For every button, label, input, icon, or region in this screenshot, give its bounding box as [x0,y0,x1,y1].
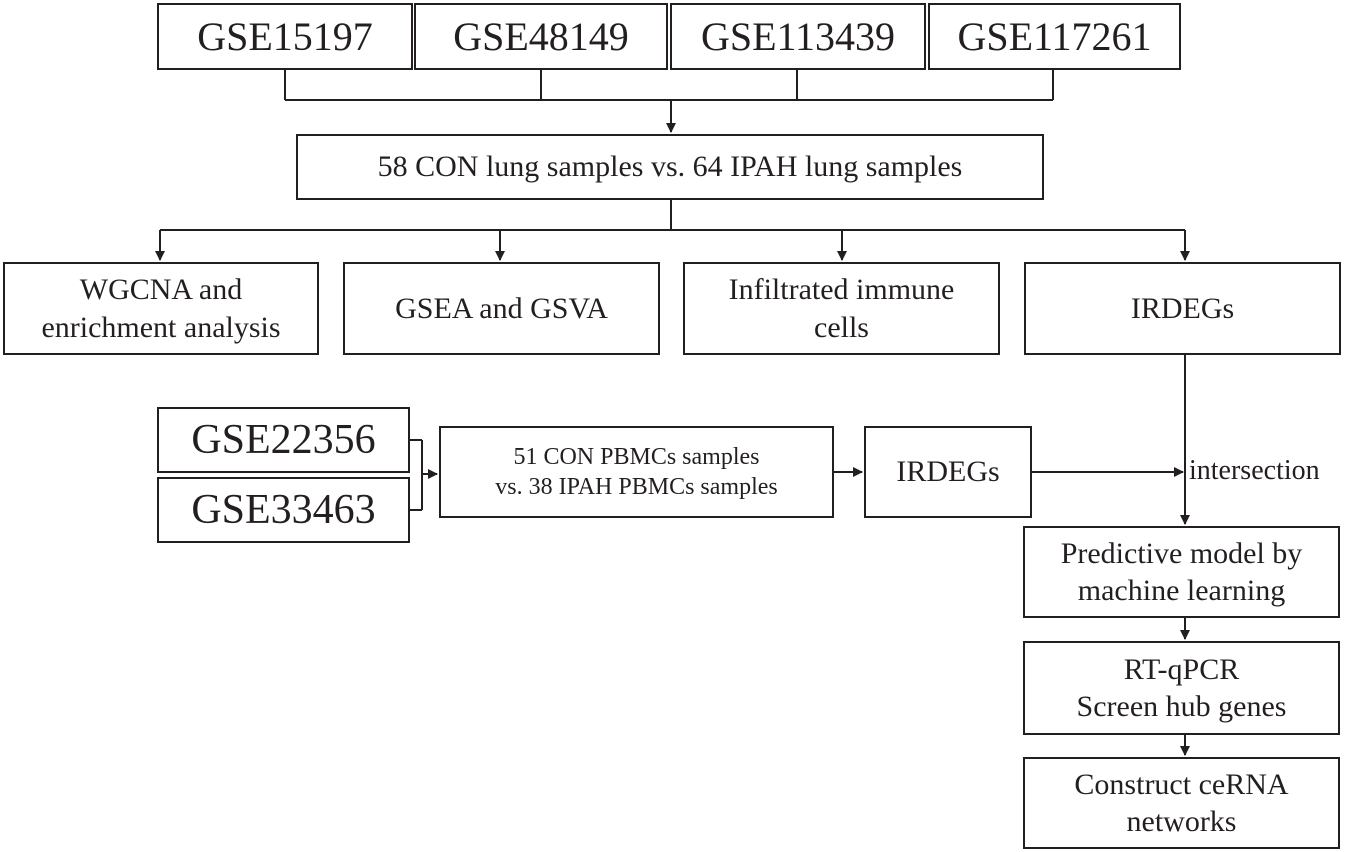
irdegs-pbmc-box: IRDEGs [864,426,1032,518]
dataset-box-gse48149: GSE48149 [414,3,668,70]
rtqpcr-line1: RT-qPCR [1123,652,1240,686]
model-line1: Predictive model by [1060,536,1303,570]
wgcna-box: WGCNA and enrichment analysis [3,262,319,355]
wgcna-line2: enrichment analysis [41,310,281,344]
dataset-box-gse117261: GSE117261 [928,3,1181,70]
dataset-box-gse33463: GSE33463 [157,477,410,543]
wgcna-line1: WGCNA and [79,273,243,306]
cerna-box: Construct ceRNA networks [1023,757,1340,849]
dataset-label: GSE113439 [700,13,896,59]
cerna-line2: networks [1126,805,1237,838]
dataset-label: GSE33463 [191,486,376,533]
immune-line2: cells [814,310,869,344]
pbmc-line2: vs. 38 IPAH PBMCs samples [495,474,778,500]
gsea-label: GSEA and GSVA [395,291,608,325]
dataset-label: GSE48149 [453,13,629,59]
rtqpcr-box: RT-qPCR Screen hub genes [1023,641,1340,735]
dataset-box-gse22356: GSE22356 [157,407,410,473]
intersection-label: intersection [1189,455,1320,486]
lung-samples-label: 58 CON lung samples vs. 64 IPAH lung sam… [377,150,963,184]
predictive-model-box: Predictive model by machine learning [1023,526,1340,618]
dataset-label: GSE22356 [191,416,376,463]
dataset-label: GSE15197 [197,13,373,59]
cerna-line1: Construct ceRNA [1074,767,1289,801]
dataset-box-gse15197: GSE15197 [157,3,413,70]
rtqpcr-line2: Screen hub genes [1076,690,1287,723]
pbmc-samples-box: 51 CON PBMCs samples vs. 38 IPAH PBMCs s… [439,426,834,518]
dataset-label: GSE117261 [957,13,1152,59]
irdegs-pbmc-label: IRDEGs [896,455,1000,489]
immune-line1: Infiltrated immune [728,273,955,306]
immune-cells-box: Infiltrated immune cells [683,262,1000,355]
irdegs-lung-label: IRDEGs [1130,291,1235,325]
model-line2: machine learning [1077,574,1286,607]
lung-samples-box: 58 CON lung samples vs. 64 IPAH lung sam… [296,134,1044,200]
irdegs-lung-box: IRDEGs [1024,262,1341,355]
pbmc-line1: 51 CON PBMCs samples [513,444,760,470]
dataset-box-gse113439: GSE113439 [670,3,926,70]
gsea-box: GSEA and GSVA [343,262,660,355]
